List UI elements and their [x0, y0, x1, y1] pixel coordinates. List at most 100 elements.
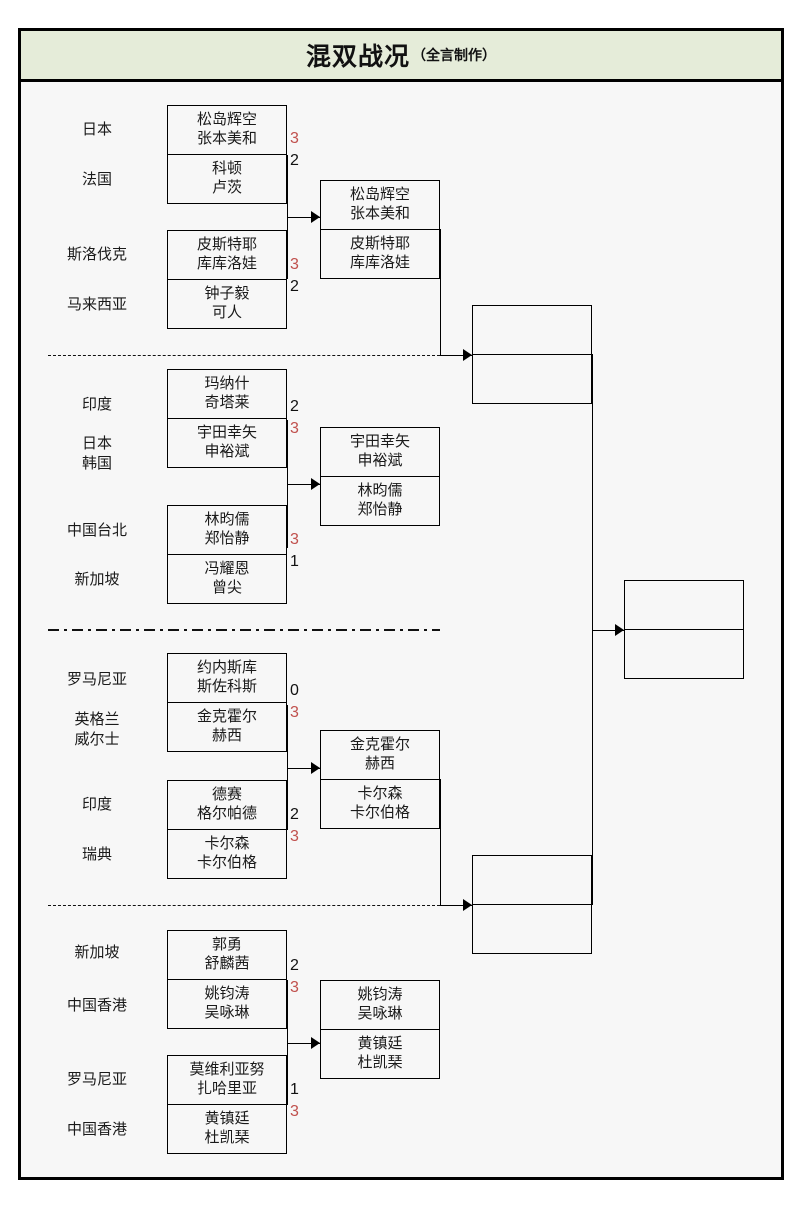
score-r1-m7-bottom: 3 [290, 979, 299, 996]
match-slot-top[interactable]: 玛纳什 奇塔莱 [167, 369, 287, 419]
player-name: 库库洛娃 [196, 255, 257, 272]
score-r1-m2-top: 3 [290, 256, 299, 273]
player-name: 德赛 [211, 786, 242, 804]
connector-vertical [440, 779, 441, 905]
player-name: 赫西 [211, 727, 242, 744]
player-name: 莫维利亚努 [189, 1061, 265, 1079]
player-name: 吴咏琳 [204, 1004, 250, 1021]
match-slot-top[interactable]: 林昀儒 郑怡静 [167, 505, 287, 555]
match-slot-bottom[interactable]: 卡尔森 卡尔伯格 [320, 779, 440, 829]
country-label-r1-m4-bottom: 新加坡 [74, 571, 120, 588]
match-slot-top[interactable]: 德赛 格尔帕德 [167, 780, 287, 830]
match-slot-bottom[interactable]: 黄镇廷 杜凯琹 [167, 1104, 287, 1154]
match-slot-bottom[interactable]: 皮斯特耶 库库洛娃 [320, 229, 440, 279]
score-r1-m1-bottom: 2 [290, 152, 299, 169]
player-name: 林昀儒 [357, 482, 403, 500]
match-slot-bottom[interactable] [472, 904, 592, 954]
match-slot-top[interactable]: 松岛辉空 张本美和 [320, 180, 440, 230]
connector-vertical [287, 705, 288, 830]
match-slot-bottom[interactable]: 科顿 卢茨 [167, 154, 287, 204]
player-name: 可人 [211, 304, 242, 321]
player-name: 卡尔森 [357, 785, 403, 803]
player-name: 申裕斌 [357, 452, 403, 469]
country-label-r1-m7-bottom: 中国香港 [66, 997, 127, 1014]
player-name: 赫西 [364, 755, 395, 772]
advance-arrow-icon [311, 478, 320, 490]
player-name: 舒麟茜 [204, 955, 250, 972]
country-label-r1-m2-top: 斯洛伐克 [66, 246, 127, 263]
country-label-r1-m1-top: 日本 [81, 121, 112, 138]
player-name: 张本美和 [196, 130, 257, 147]
match-slot-top[interactable] [624, 580, 744, 630]
match-slot-top[interactable]: 郭勇 舒麟茜 [167, 930, 287, 980]
match-slot-bottom[interactable]: 冯耀恩 曾尖 [167, 554, 287, 604]
player-name: 斯佐科斯 [196, 678, 257, 695]
player-name: 卡尔伯格 [196, 854, 257, 871]
player-name: 库库洛娃 [349, 254, 410, 271]
player-name: 吴咏琳 [357, 1005, 403, 1022]
section-separator-2 [48, 629, 440, 631]
score-r1-m6-top: 2 [290, 806, 299, 823]
advance-arrow-icon [311, 1037, 320, 1049]
country-label-r1-m7-top: 新加坡 [74, 944, 120, 961]
match-slot-top[interactable]: 约内斯库 斯佐科斯 [167, 653, 287, 703]
player-name: 格尔帕德 [196, 805, 257, 822]
advance-arrow-icon [615, 624, 624, 636]
match-slot-top[interactable]: 皮斯特耶 库库洛娃 [167, 230, 287, 280]
score-r1-m3-top: 2 [290, 398, 299, 415]
score-r1-m5-bottom: 3 [290, 704, 299, 721]
match-slot-top[interactable]: 松岛辉空 张本美和 [167, 105, 287, 155]
page-title-bar: 混双战况 （全言制作） [18, 28, 784, 82]
player-name: 曾尖 [211, 579, 242, 596]
player-name: 郭勇 [211, 936, 242, 954]
match-slot-bottom[interactable]: 卡尔森 卡尔伯格 [167, 829, 287, 879]
advance-arrow-icon [311, 211, 320, 223]
connector-horizontal [592, 630, 624, 631]
score-r1-m8-bottom: 3 [290, 1103, 299, 1120]
score-r1-m2-bottom: 2 [290, 278, 299, 295]
match-slot-bottom[interactable]: 宇田幸矢 申裕斌 [167, 418, 287, 468]
match-slot-top[interactable]: 莫维利亚努 扎哈里亚 [167, 1055, 287, 1105]
connector-vertical [287, 980, 288, 1105]
player-name: 卡尔伯格 [349, 804, 410, 821]
score-r1-m4-top: 3 [290, 531, 299, 548]
player-name: 奇塔莱 [204, 394, 250, 411]
player-name: 林昀儒 [204, 511, 250, 529]
match-slot-bottom[interactable]: 黄镇廷 杜凯琹 [320, 1029, 440, 1079]
country-label-r1-m5-top: 罗马尼亚 [66, 671, 127, 688]
country-label-r1-m5-bottom: 英格兰 威尔士 [74, 711, 120, 749]
player-name: 宇田幸矢 [349, 433, 410, 451]
match-slot-top[interactable]: 金克霍尔 赫西 [320, 730, 440, 780]
player-name: 科顿 [211, 160, 242, 178]
match-slot-bottom[interactable] [624, 629, 744, 679]
score-r1-m6-bottom: 3 [290, 828, 299, 845]
page-title-credit: （全言制作） [412, 47, 496, 63]
connector-horizontal [287, 484, 320, 485]
match-slot-top[interactable]: 姚钧涛 吴咏琳 [320, 980, 440, 1030]
country-label-r1-m3-bottom: 日本 韩国 [81, 435, 112, 473]
match-slot-bottom[interactable]: 金克霍尔 赫西 [167, 702, 287, 752]
country-label-r1-m8-top: 罗马尼亚 [66, 1071, 127, 1088]
connector-vertical [440, 229, 441, 356]
advance-arrow-icon [463, 349, 472, 361]
player-name: 郑怡静 [357, 501, 403, 518]
advance-arrow-icon [463, 899, 472, 911]
score-r1-m4-bottom: 1 [290, 553, 299, 570]
player-name: 冯耀恩 [204, 560, 250, 578]
score-r1-m3-bottom: 3 [290, 420, 299, 437]
connector-vertical [592, 630, 593, 905]
match-slot-bottom[interactable] [472, 354, 592, 404]
match-slot-bottom[interactable]: 钟子毅 可人 [167, 279, 287, 329]
match-slot-top[interactable] [472, 305, 592, 355]
player-name: 玛纳什 [204, 375, 250, 393]
player-name: 申裕斌 [204, 443, 250, 460]
match-slot-bottom[interactable]: 林昀儒 郑怡静 [320, 476, 440, 526]
player-name: 宇田幸矢 [196, 424, 257, 442]
country-label-r1-m8-bottom: 中国香港 [66, 1121, 127, 1138]
match-slot-top[interactable] [472, 855, 592, 905]
match-slot-bottom[interactable]: 姚钧涛 吴咏琳 [167, 979, 287, 1029]
section-separator-3 [48, 905, 440, 906]
match-slot-top[interactable]: 宇田幸矢 申裕斌 [320, 427, 440, 477]
country-label-r1-m2-bottom: 马来西亚 [66, 296, 127, 313]
